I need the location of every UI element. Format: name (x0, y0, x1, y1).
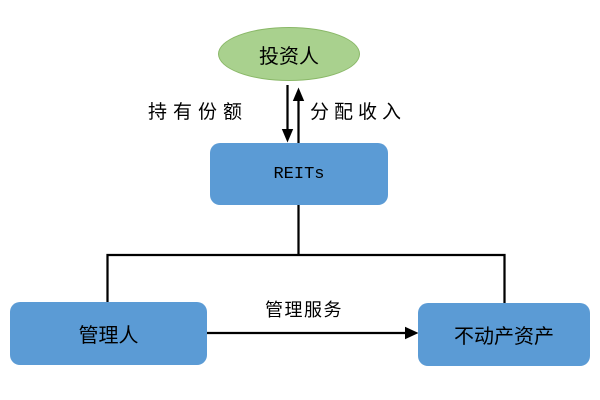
node-manager: 管理人 (10, 302, 207, 365)
up-arrowhead-icon (292, 87, 305, 101)
node-manager-label: 管理人 (78, 325, 139, 347)
node-reits: REITs (210, 143, 388, 205)
edge-label-management-service: 管理服务 (265, 300, 343, 320)
right-arrowhead-icon (405, 326, 419, 340)
node-investor-label: 投资人 (259, 45, 319, 68)
edge-label-hold-shares: 持有份额 (148, 102, 249, 123)
node-assets: 不动产资产 (418, 303, 590, 366)
edge-label-distribute-income: 分配收入 (310, 102, 407, 123)
node-assets-label: 不动产资产 (454, 326, 554, 348)
node-reits-label: REITs (273, 164, 325, 184)
node-investor: 投资人 (218, 27, 360, 81)
edge-branch-line (106, 253, 506, 303)
down-arrowhead-icon (281, 129, 294, 143)
